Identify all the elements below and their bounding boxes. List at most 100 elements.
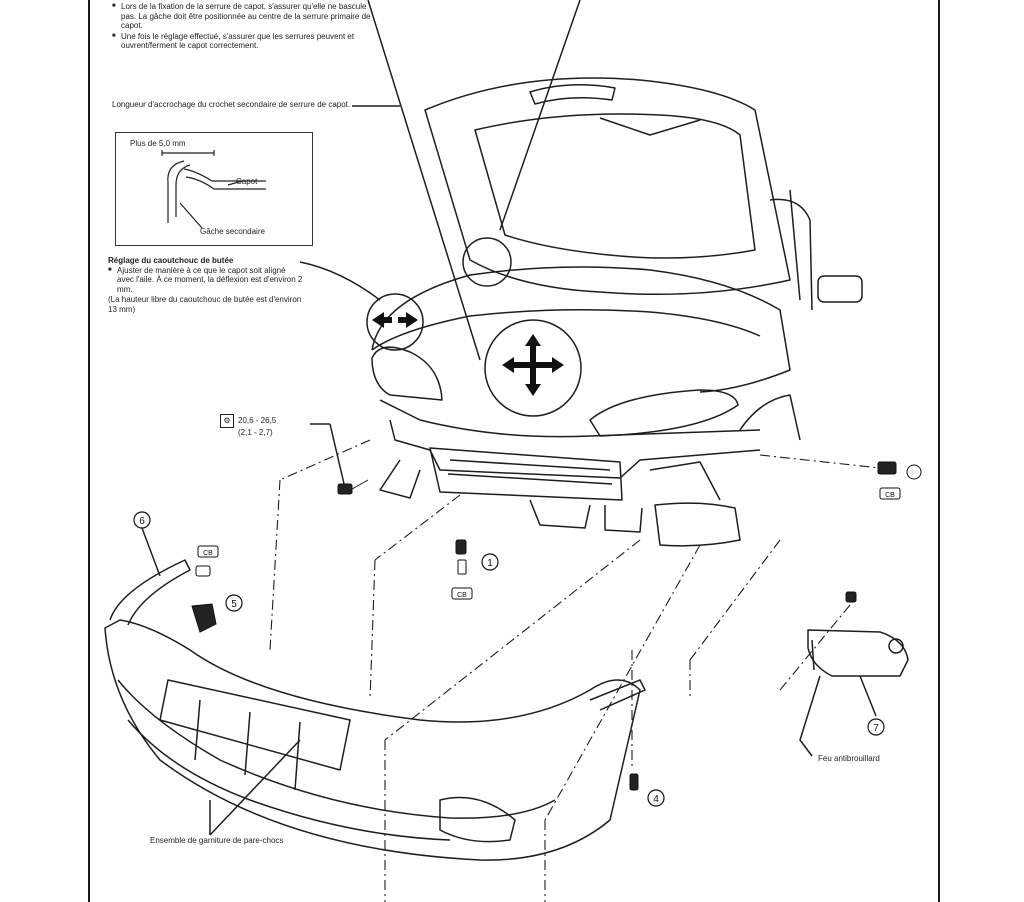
- alignment-line: [369, 559, 376, 701]
- torque-spec: ⚙20,6 - 26,5 (2,1 - 2,7): [220, 414, 276, 438]
- alignment-line: [374, 494, 461, 561]
- hook-detail-inset: Plus de 5,0 mm Capot Gâche secondaire: [115, 132, 313, 246]
- hood-lock-detail-circle: [484, 319, 582, 417]
- page-border-right: [938, 0, 940, 902]
- fender-edge: [649, 461, 721, 501]
- core-support-top: [379, 399, 761, 438]
- fog-lamp-screw: [845, 591, 857, 603]
- retainer-clip: [191, 603, 217, 633]
- torque-value-nm: 20,6 - 26,5: [238, 416, 277, 426]
- dimension-label: Plus de 5,0 mm: [130, 139, 186, 148]
- left-bracket: [379, 459, 421, 499]
- a-pillar: [769, 198, 813, 311]
- bumper-upper-crease: [117, 679, 556, 819]
- side-bolt: [877, 461, 897, 475]
- bumper-rib: [194, 699, 201, 761]
- lower-bracket: [604, 505, 643, 533]
- bumper-rib: [294, 721, 301, 791]
- bumper-fog-lamp-opening: [439, 796, 516, 843]
- bumper-center-opening: [159, 679, 351, 771]
- screw: [629, 773, 639, 791]
- note-item: Une fois le réglage effectué, s'assurer …: [112, 32, 372, 51]
- alignment-line: [384, 539, 641, 741]
- windshield-edge: [789, 189, 801, 301]
- alignment-line: [759, 454, 881, 469]
- clip-tag: CB: [203, 550, 213, 557]
- side-mirror: [817, 275, 863, 303]
- adjust-title: Réglage du caoutchouc de butée: [108, 256, 234, 265]
- part-number-circle: [481, 553, 499, 571]
- bumper-rubber-adjust-note: Réglage du caoutchouc de butée Ajuster d…: [108, 256, 303, 314]
- alignment-line: [779, 604, 851, 691]
- four-way-adjust-arrows-icon: [502, 334, 564, 396]
- page-border-left: [88, 0, 90, 902]
- part-number-4: 4: [653, 794, 659, 805]
- bumper-right-trim: [589, 679, 646, 711]
- leader-line: [499, 0, 581, 231]
- bolt: [337, 483, 353, 495]
- engine-bay-top: [371, 266, 791, 393]
- part-number-circle: [867, 718, 885, 736]
- right-fender-bracket: [654, 502, 741, 547]
- part-number-7: 7: [873, 723, 879, 734]
- note-item: Lors de la fixation de la serrure de cap…: [112, 2, 372, 31]
- fog-lamp-lens: [811, 639, 815, 671]
- secondary-latch-label: Gâche secondaire: [200, 227, 265, 236]
- clip-tag-box: [197, 545, 219, 558]
- fog-lamp-assembly: [807, 629, 909, 677]
- adjust-bullet: Ajuster de manière à ce que le capot soi…: [108, 266, 303, 295]
- alignment-line: [689, 539, 781, 661]
- part-number-circle: [647, 789, 665, 807]
- clip-tag-box: [879, 487, 901, 500]
- open-hood: [424, 77, 791, 296]
- lower-bracket: [529, 499, 591, 529]
- engine-bay-edge: [371, 309, 761, 351]
- hood-rib: [599, 117, 701, 136]
- part-number-6: 6: [139, 516, 145, 527]
- torque-wrench-icon: ⚙: [220, 414, 234, 428]
- bumper-side-trim: [109, 559, 191, 626]
- part-number-1: 1: [487, 558, 493, 569]
- clip-tag: CB: [885, 492, 895, 499]
- bumper-rubber-detail-circle: [366, 293, 424, 351]
- grille-bar: [449, 459, 611, 471]
- hood-lock-notes: Lors de la fixation de la serrure de cap…: [112, 2, 372, 52]
- front-bumper-fascia: [104, 619, 641, 861]
- bumper-rib: [244, 711, 251, 776]
- right-arrow-icon: [398, 312, 418, 328]
- part-number-5: 5: [231, 599, 237, 610]
- core-support-mid: [389, 419, 761, 479]
- leader-line: [329, 423, 346, 489]
- hood-inner-panel: [474, 113, 756, 259]
- fog-lamp-adjuster: [888, 638, 904, 654]
- bumper-assembly-label: Ensemble de garniture de pare-chocs: [150, 836, 284, 845]
- part-7-leader: [859, 675, 877, 717]
- left-arrow-icon: [372, 312, 392, 328]
- part-number-circle: [225, 594, 243, 612]
- alignment-line: [269, 479, 281, 651]
- clip-fastener: [455, 539, 467, 555]
- fog-lamp-label: Feu antibrouillard: [818, 754, 880, 763]
- right-fender: [739, 394, 801, 441]
- clip-fastener: [457, 559, 467, 575]
- bolt-shank: [351, 479, 369, 490]
- bumper-lower-crease: [127, 719, 451, 841]
- fog-lamp-leader: [799, 675, 821, 757]
- bumper-label-leader: [209, 739, 301, 836]
- hook-latch-drawing: [161, 150, 266, 229]
- left-headlamp: [371, 346, 443, 401]
- part-number-circle: [133, 511, 151, 529]
- leader-line: [299, 261, 381, 301]
- leader-line: [367, 0, 481, 361]
- clip-tag: CB: [457, 592, 467, 599]
- alignment-line: [279, 439, 371, 481]
- clip-tag-box: [451, 587, 473, 600]
- grille-bar: [447, 473, 613, 485]
- hook-length-caption: Longueur d'accrochage du crochet seconda…: [112, 100, 351, 109]
- secondary-hook-detail-circle: [462, 237, 512, 287]
- right-headlamp: [589, 389, 739, 437]
- alignment-line: [544, 544, 701, 821]
- side-bolt-head: [906, 464, 922, 480]
- radiator-grille-frame: [429, 447, 623, 501]
